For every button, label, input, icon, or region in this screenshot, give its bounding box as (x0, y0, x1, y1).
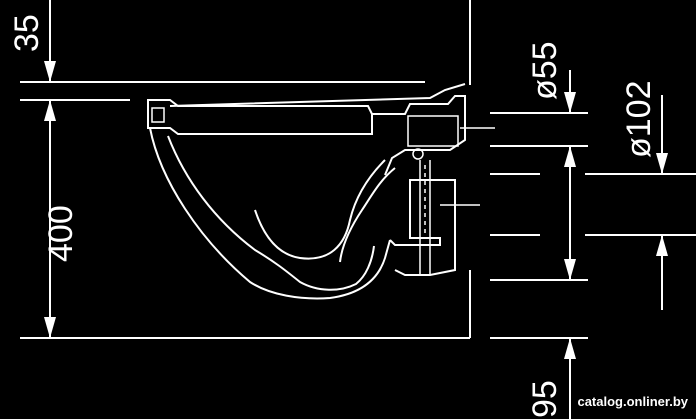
trap-inner (339, 167, 396, 263)
dim-95-arrow-up (564, 338, 576, 359)
wall-and-floor (20, 0, 471, 339)
trap-outline (254, 159, 386, 260)
left-dimension-lines (44, 0, 56, 338)
dim-35-arrow-down (44, 61, 56, 82)
dim-inner-arrow-down (564, 259, 576, 280)
rim-top (169, 83, 466, 107)
dim-102-arrow-up (656, 235, 668, 256)
bowl-rear (372, 95, 466, 176)
bolt-head-icon (412, 148, 424, 160)
right-dimension-lines (490, 70, 696, 419)
dim-55-arrow-up (564, 146, 576, 167)
source-watermark: catalog.onliner.by (577, 394, 688, 409)
bowl-outer (149, 127, 391, 300)
flush-connector (407, 115, 459, 147)
dim-400-arrow-down (44, 317, 56, 338)
dim-55-arrow-down (564, 92, 576, 113)
bowl-inner (167, 135, 375, 291)
bowl-base (389, 179, 456, 276)
dim-label-35: 35 (8, 14, 46, 52)
dim-400-arrow-up (44, 100, 56, 121)
dim-label-400: 400 (42, 205, 80, 262)
mounting-connector (407, 115, 495, 275)
seat-outline (147, 99, 373, 135)
dim-label-o55: ø55 (526, 41, 564, 100)
dim-label-95: 95 (526, 380, 564, 418)
dim-label-o102: ø102 (620, 81, 658, 159)
toilet-bowl (147, 83, 466, 300)
seat-hinge (151, 107, 165, 123)
dim-102-arrow-down (656, 153, 668, 174)
